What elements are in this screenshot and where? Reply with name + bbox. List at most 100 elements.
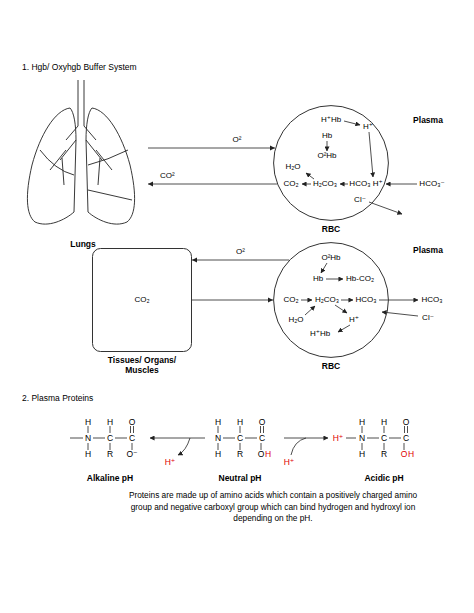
- molecule-atom: C: [107, 434, 113, 443]
- chemical-formula: HCO₃ H⁺: [349, 180, 382, 188]
- rbc-outline: [274, 243, 389, 358]
- shape-outline: [18, 76, 148, 236]
- region-label: Neutral pH: [219, 474, 262, 483]
- molecule-atom: R: [381, 450, 387, 459]
- chemical-formula: Cl⁻: [354, 196, 366, 204]
- chemical-formula: H₂O: [288, 316, 303, 324]
- connector: [192, 297, 273, 302]
- lungs-drawing: [66, 126, 96, 140]
- diagram-title: 1. Hgb/ Oxyhgb Buffer System: [22, 63, 137, 72]
- chemical-formula: H₂O: [285, 163, 300, 171]
- molecule-atom: C: [381, 434, 387, 443]
- lungs-drawing: [40, 150, 132, 200]
- tissue-box: CO₂ Tissues/ Organs/ Muscles: [92, 248, 192, 377]
- molecule-atom: O: [258, 450, 265, 459]
- molecule-atom: O⁻: [126, 450, 137, 459]
- molecule-atom: O: [259, 418, 266, 427]
- molecule-atom: H: [215, 450, 221, 459]
- caption: Proteins are made up of amino acids whic…: [126, 490, 420, 525]
- chemical-formula: H⁺Hb: [321, 116, 341, 124]
- connector-line: [192, 300, 273, 301]
- arrow-head: [268, 297, 273, 302]
- chemical-formula: H⁺: [363, 123, 373, 131]
- connector: [192, 257, 289, 262]
- chemical-formula: H₂CO₃: [313, 180, 337, 188]
- molecule-atom: N: [85, 434, 91, 443]
- chemical-formula: O²Hb: [317, 152, 336, 160]
- chemical-bond: [291, 438, 306, 455]
- arrow-head: [192, 257, 197, 262]
- lungs-drawing: [86, 108, 135, 224]
- reaction-arrow: [150, 121, 418, 455]
- chemical-formula: HCO₃: [355, 296, 376, 304]
- rbc-outline: [274, 106, 389, 221]
- reaction-arrow: [326, 279, 343, 280]
- chemical-formula: O²Hb: [321, 254, 340, 262]
- reaction-arrow: [386, 184, 417, 185]
- molecule-atom: O: [129, 418, 136, 427]
- molecule-atom: C: [129, 434, 135, 443]
- edge-label: CO²: [159, 172, 176, 180]
- molecule-atom: C: [403, 434, 409, 443]
- chemical-bond: [346, 426, 408, 450]
- reaction-arrow: [338, 325, 350, 332]
- reaction-arrow: [305, 306, 315, 315]
- reaction-arrow: [379, 300, 418, 301]
- reaction-arrow: [369, 202, 402, 214]
- node-label: RBC: [273, 224, 389, 234]
- reaction-arrow: [369, 132, 373, 177]
- molecule-atom: H: [237, 418, 243, 427]
- connector: [148, 145, 275, 150]
- ion-label: H⁺: [165, 458, 176, 467]
- node-label: Tissues/ Organs/ Muscles: [92, 355, 192, 375]
- molecule-atom: N: [215, 434, 221, 443]
- ion-label: H: [265, 450, 271, 459]
- molecule-atom: C: [237, 434, 243, 443]
- connector: [148, 181, 277, 186]
- arrow-head: [148, 181, 153, 186]
- molecule-atom: H: [381, 418, 387, 427]
- reaction-arrow: [301, 300, 312, 301]
- chemical-formula: H⁺: [349, 316, 359, 324]
- reaction-arrow: [327, 141, 328, 151]
- chemical-formula: HCO₃⁻: [419, 180, 444, 188]
- reaction-arrow: [335, 305, 347, 313]
- reaction-arrow: [321, 263, 327, 273]
- molecule-atom: O: [403, 418, 410, 427]
- connector-line: [148, 148, 275, 149]
- chemical-bond: [70, 426, 134, 450]
- chemical-formula: CO₂: [283, 180, 298, 188]
- lungs-drawing: [50, 140, 112, 185]
- molecule-atom: R: [107, 450, 113, 459]
- chemical-formula: Cl⁻: [422, 314, 434, 322]
- reaction-arrow: [341, 300, 353, 301]
- box-outline: [93, 249, 192, 352]
- molecule-atom: H: [85, 418, 91, 427]
- region-label: Acidic pH: [364, 474, 403, 483]
- reaction-arrow: [302, 184, 311, 185]
- region-label: Plasma: [413, 246, 443, 255]
- molecule-atom: H: [85, 450, 91, 459]
- molecule-atom: H: [215, 418, 221, 427]
- ion-label: H: [408, 450, 414, 459]
- chemical-formula: Hb: [322, 132, 332, 140]
- node-text: CO₂: [134, 296, 149, 304]
- molecule-atom: C: [259, 434, 265, 443]
- region-label: Alkaline pH: [87, 474, 133, 483]
- chemical-formula: Hb: [313, 275, 323, 283]
- lungs-drawing: [78, 80, 84, 126]
- region-label: Plasma: [413, 116, 443, 125]
- chemical-bond: [218, 426, 264, 450]
- molecule-atom: H: [107, 418, 113, 427]
- chemical-formula: CO₂: [283, 296, 298, 304]
- lungs-drawing: [27, 80, 134, 224]
- edge-label: O²: [235, 248, 246, 256]
- reaction-arrow: [306, 173, 314, 179]
- chemical-formula: Hb-CO₂: [346, 275, 374, 283]
- ion-label: O: [401, 450, 408, 459]
- ion-label: H⁺: [333, 434, 344, 443]
- reaction-arrow: [178, 438, 190, 455]
- molecule-atom: H: [359, 450, 365, 459]
- chemical-formula: HCO₃: [421, 296, 442, 304]
